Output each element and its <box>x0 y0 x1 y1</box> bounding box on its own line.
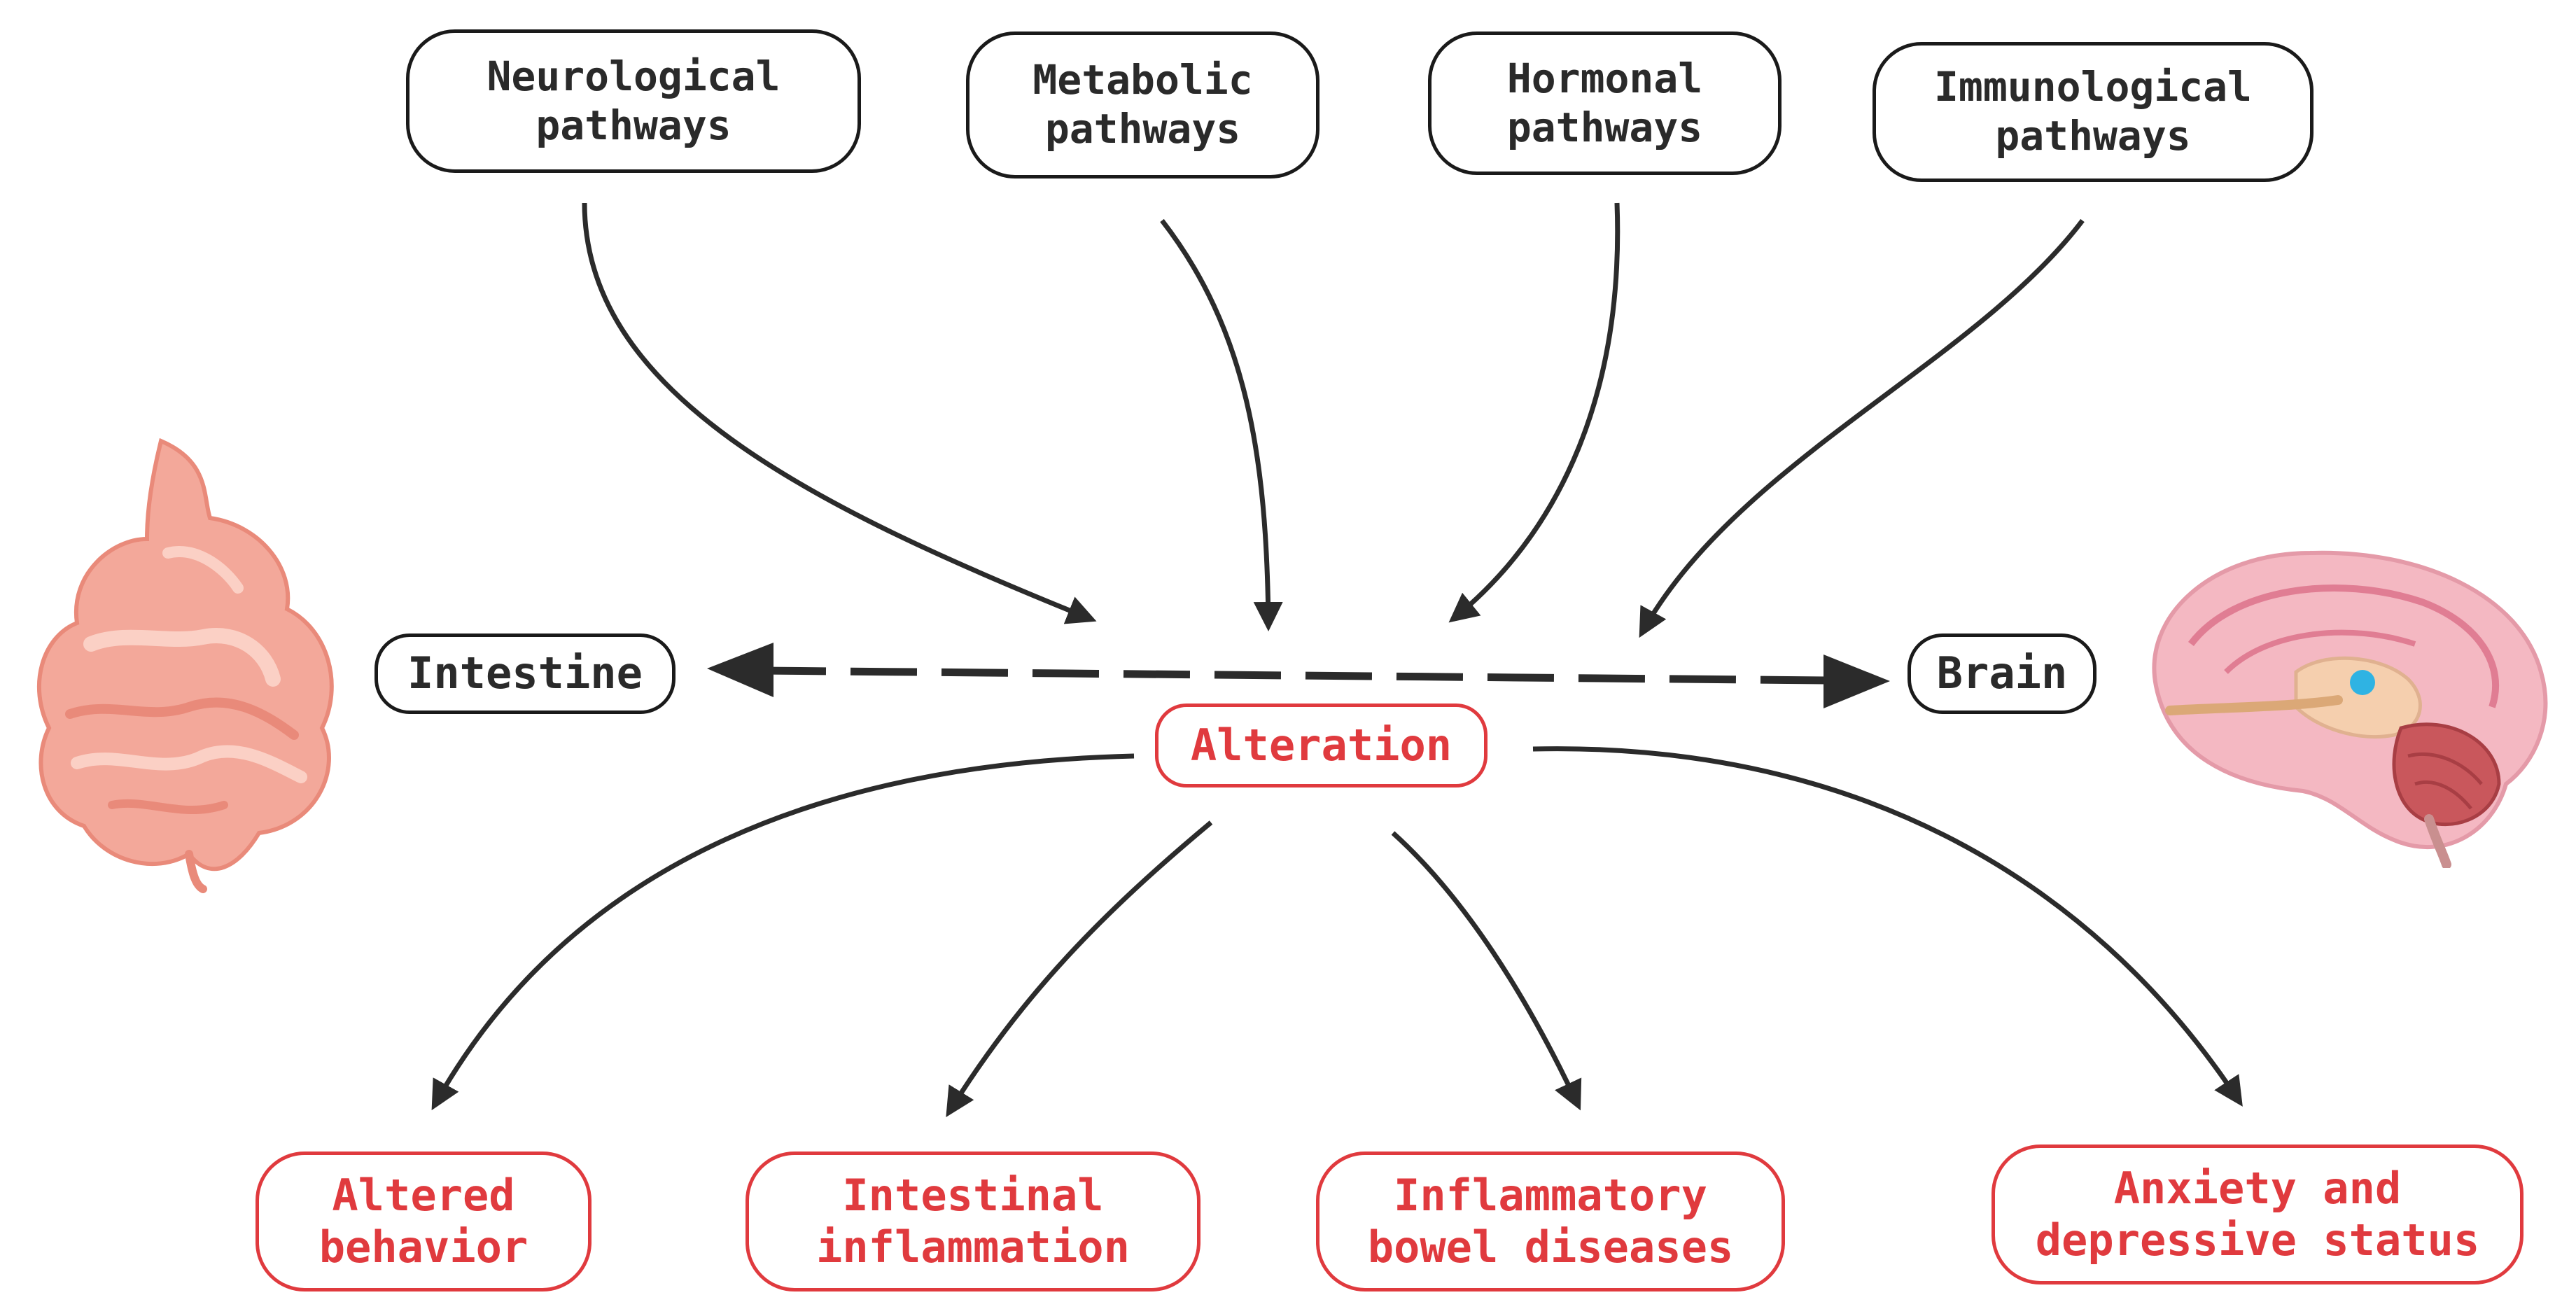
pathway-label-immunological: Immunological pathways <box>1934 63 2252 160</box>
pathway-box-metabolic: Metabolic pathways <box>966 31 1320 178</box>
arrow-hormonal <box>1448 202 1620 623</box>
arrow-altered-behavior <box>431 753 1135 1111</box>
intestine-illustration <box>37 438 334 893</box>
arrow-ibd <box>1391 831 1582 1111</box>
outcome-label-altered-behavior: Altered behavior <box>318 1169 528 1273</box>
brain-label-box: Brain <box>1907 634 2096 714</box>
pathway-box-neurological: Neurological pathways <box>406 29 861 173</box>
outcome-label-ibd: Inflammatory bowel diseases <box>1367 1169 1734 1273</box>
alteration-box: Alteration <box>1155 704 1488 788</box>
outcome-box-anxiety: Anxiety and depressive status <box>1991 1144 2524 1284</box>
arrow-metabolic <box>1160 218 1283 631</box>
axis-arrowhead-right <box>1823 654 1890 708</box>
pathway-label-hormonal: Hormonal pathways <box>1506 54 1703 151</box>
arrow-neurological <box>582 202 1097 624</box>
alteration-label: Alteration <box>1190 719 1452 771</box>
brain-label: Brain <box>1936 648 2068 699</box>
arrow-immunological <box>1639 218 2085 638</box>
outcome-box-intestinal-inflammation: Intestinal inflammation <box>746 1152 1200 1292</box>
outcome-box-altered-behavior: Altered behavior <box>255 1152 592 1292</box>
arrow-anxiety <box>1532 746 2243 1107</box>
outcome-box-ibd: Inflammatory bowel diseases <box>1316 1152 1785 1292</box>
pathway-box-hormonal: Hormonal pathways <box>1428 31 1782 175</box>
pathway-label-metabolic: Metabolic pathways <box>1032 56 1253 153</box>
pathway-label-neurological: Neurological pathways <box>486 52 780 149</box>
intestine-label: Intestine <box>407 648 643 699</box>
arrow-intestinal-inflammation <box>946 820 1213 1117</box>
axis-arrowhead-left <box>707 643 774 697</box>
pathway-box-immunological: Immunological pathways <box>1872 42 2314 182</box>
outcome-label-intestinal-inflammation: Intestinal inflammation <box>816 1169 1130 1273</box>
axis-dashed-line <box>759 666 1831 685</box>
brain-illustration <box>2152 550 2548 868</box>
intestine-label-box: Intestine <box>374 634 676 714</box>
outcome-label-anxiety: Anxiety and depressive status <box>2035 1162 2480 1266</box>
